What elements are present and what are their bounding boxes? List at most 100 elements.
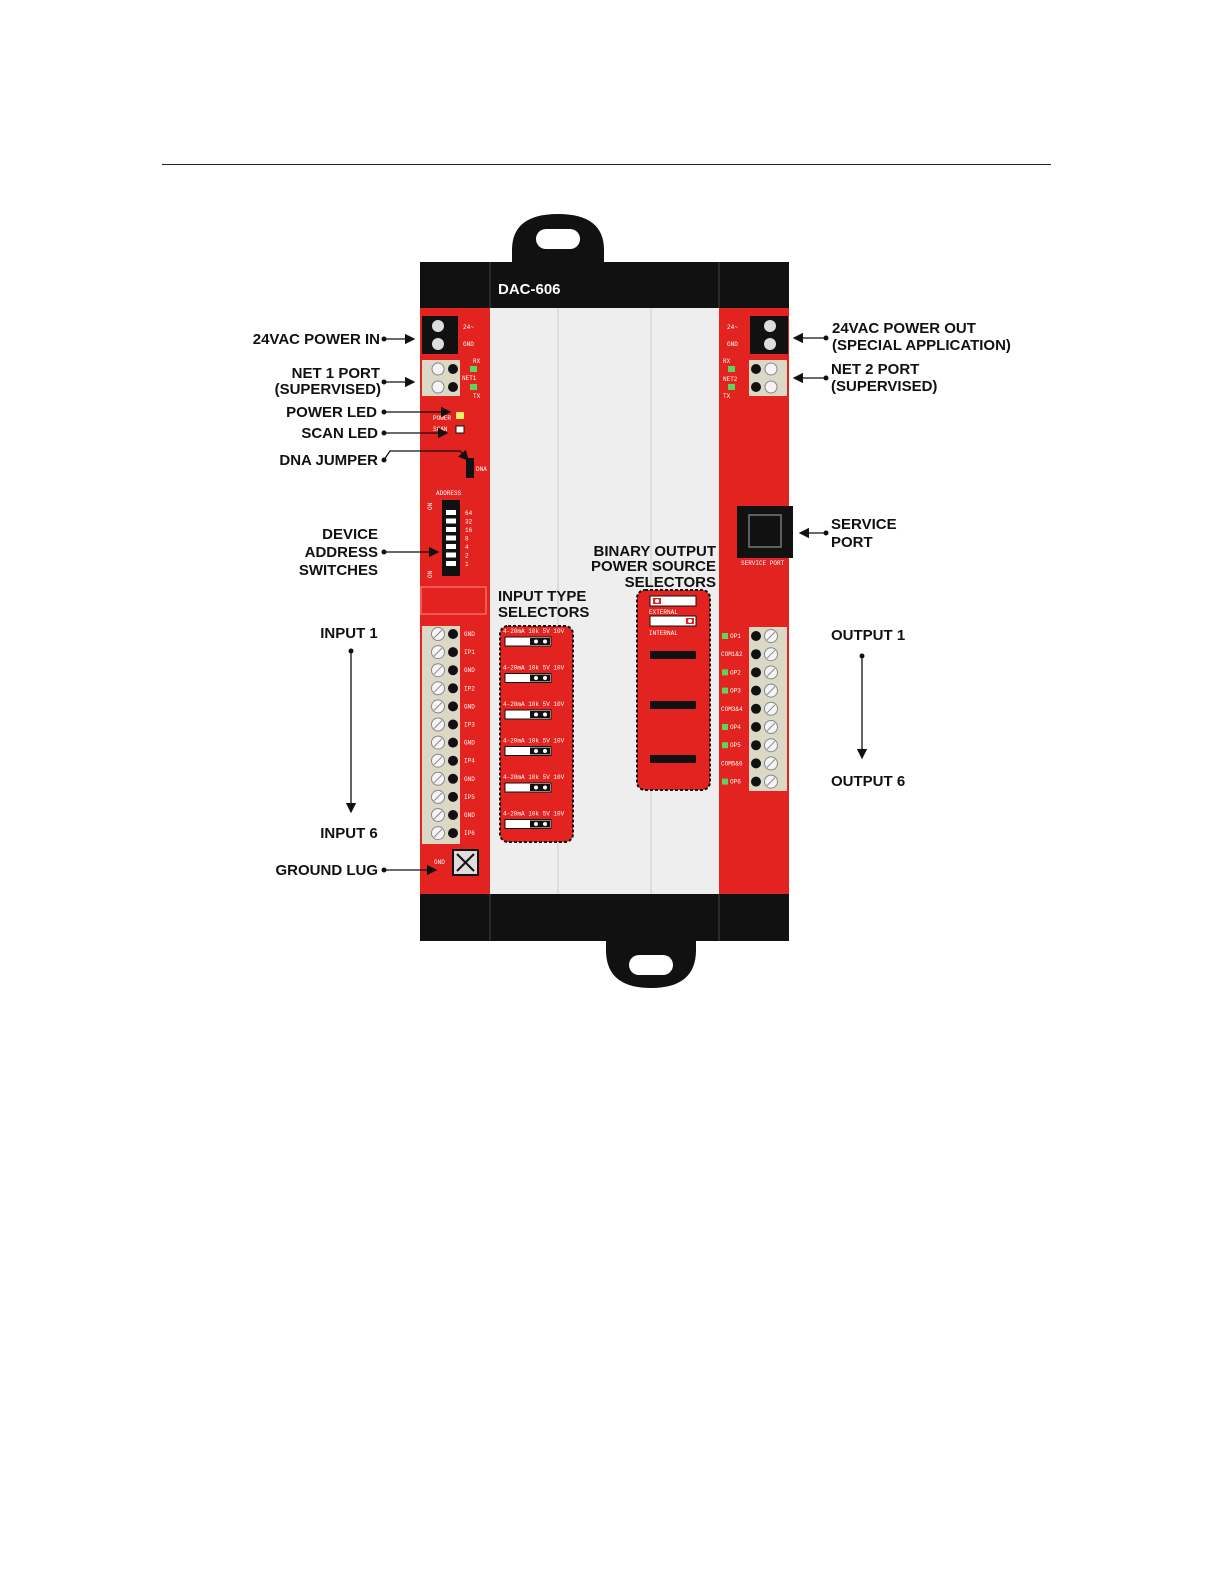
input-type-options-label: 4-20mA 10k 5V 10V xyxy=(503,774,565,781)
address-switch[interactable] xyxy=(446,510,456,515)
output-terminal-label: OP1 xyxy=(730,633,741,640)
input-terminal-block xyxy=(422,626,460,844)
address-switch[interactable] xyxy=(446,518,456,524)
address-switch[interactable] xyxy=(446,527,456,532)
gnd-lug-label: GND xyxy=(434,859,445,866)
callout-bo-line3: SELECTORS xyxy=(625,574,716,591)
bo-power-source-selectors xyxy=(636,589,711,791)
input-type-jumper[interactable] xyxy=(504,709,552,720)
input-type-jumper[interactable] xyxy=(504,782,552,793)
input-type-options-label: 4-20mA 10k 5V 10V xyxy=(503,738,565,745)
callout-address-line3: SWITCHES xyxy=(299,562,378,579)
right-red-board xyxy=(719,308,789,894)
callout-power-out-line1: 24VAC POWER OUT xyxy=(832,320,976,337)
input-terminal-label: GND xyxy=(464,703,475,710)
address-switch[interactable] xyxy=(446,544,456,549)
address-value-label: 1 xyxy=(465,561,469,568)
on-label-bottom: ON xyxy=(427,570,434,578)
input-type-options-label: 4-20mA 10k 5V 10V xyxy=(503,665,565,672)
rx-label-right: RX xyxy=(723,358,731,365)
ac-label-right: 24~ xyxy=(727,324,738,331)
callout-bo-line2: POWER SOURCE xyxy=(591,558,716,575)
callout-address-line2: ADDRESS xyxy=(305,544,378,561)
tx-label-right: TX xyxy=(723,393,731,400)
address-label: ADDRESS xyxy=(436,490,462,497)
callout-address-line1: DEVICE xyxy=(322,526,378,543)
input-terminal-label: IP3 xyxy=(464,722,475,729)
callout-power-in: 24VAC POWER IN xyxy=(253,331,380,348)
input-terminal-label: GND xyxy=(464,667,475,674)
gnd-label-left: GND xyxy=(463,341,474,348)
input-type-jumper[interactable] xyxy=(504,819,552,829)
output-terminal-label: OP4 xyxy=(730,724,741,731)
power-led-label: POWER xyxy=(433,415,451,422)
callout-net1-line1: NET 1 PORT xyxy=(292,365,380,382)
input-terminal-label: IP4 xyxy=(464,758,475,765)
address-value-label: 8 xyxy=(465,536,469,543)
callout-power-led: POWER LED xyxy=(286,404,377,421)
output-terminal-label: OP6 xyxy=(730,779,741,786)
input-type-options-label: 4-20mA 10k 5V 10V xyxy=(503,701,565,708)
input-type-jumper[interactable] xyxy=(504,746,552,756)
power-led xyxy=(456,412,464,419)
service-port-label: SERVICE PORT xyxy=(741,560,785,567)
callout-bo-line1: BINARY OUTPUT xyxy=(593,543,716,560)
output-terminal-label: COM3&4 xyxy=(721,706,743,713)
input-terminal-label: GND xyxy=(464,740,475,747)
callout-input-type-line1: INPUT TYPE xyxy=(498,588,586,605)
input-terminal-label: IP6 xyxy=(464,830,475,837)
callout-output-first: OUTPUT 1 xyxy=(831,627,905,644)
top-mounting-slot xyxy=(536,229,580,249)
callout-dna-jumper: DNA JUMPER xyxy=(279,452,378,469)
input-terminal-label: IP1 xyxy=(464,649,475,656)
dna-label: DNA xyxy=(476,466,487,473)
callout-net2-line1: NET 2 PORT xyxy=(831,361,919,378)
callout-scan-led: SCAN LED xyxy=(301,425,378,442)
external-label: EXTERNAL xyxy=(649,609,678,616)
output-terminal-label: OP3 xyxy=(730,688,741,695)
callout-service-line1: SERVICE xyxy=(831,516,897,533)
input-type-options-label: 4-20mA 10k 5V 10V xyxy=(503,628,565,635)
callout-net2-line2: (SUPERVISED) xyxy=(831,378,937,395)
model-label: DAC-606 xyxy=(498,281,561,298)
output-terminal-label: COM5&6 xyxy=(721,760,743,767)
scan-led xyxy=(455,425,465,434)
tx-label-left: TX xyxy=(473,393,481,400)
input-terminal-label: GND xyxy=(464,812,475,819)
input-terminal-label: GND xyxy=(464,631,475,638)
address-value-label: 64 xyxy=(465,510,473,517)
scan-led-label: SCAN xyxy=(433,426,448,433)
ac-label-left: 24~ xyxy=(463,324,474,331)
callout-power-out-line2: (SPECIAL APPLICATION) xyxy=(832,337,1011,354)
address-value-label: 32 xyxy=(465,519,473,526)
bottom-mounting-slot xyxy=(629,955,673,975)
address-switch[interactable] xyxy=(446,535,456,541)
input-terminal-label: GND xyxy=(464,776,475,783)
callout-ground-lug: GROUND LUG xyxy=(276,862,379,879)
on-label-top: ON xyxy=(427,502,434,510)
input-terminal-label: IP5 xyxy=(464,794,475,801)
dna-jumper xyxy=(466,458,474,478)
callout-input-type-line2: SELECTORS xyxy=(498,604,589,621)
address-value-label: 2 xyxy=(465,553,469,560)
input-terminal-label: IP2 xyxy=(464,685,475,692)
input-type-options-label: 4-20mA 10k 5V 10V xyxy=(503,811,565,818)
internal-label: INTERNAL xyxy=(649,630,678,637)
callout-service-line2: PORT xyxy=(831,534,873,551)
address-switch[interactable] xyxy=(446,552,456,558)
input-type-jumper[interactable] xyxy=(504,636,552,647)
input-type-jumper[interactable] xyxy=(504,673,552,683)
gnd-label-right: GND xyxy=(727,341,738,348)
header-rule xyxy=(162,164,1051,165)
callout-input-last: INPUT 6 xyxy=(320,825,378,842)
callout-output-last: OUTPUT 6 xyxy=(831,773,905,790)
output-terminal-label: OP5 xyxy=(730,742,741,749)
net2-label: NET2 xyxy=(723,376,738,383)
output-terminal-label: OP2 xyxy=(730,669,741,676)
rx-label-left: RX xyxy=(473,358,481,365)
callout-input-first: INPUT 1 xyxy=(320,625,378,642)
net1-label: NET1 xyxy=(462,375,477,382)
address-switch[interactable] xyxy=(446,561,456,566)
address-value-label: 16 xyxy=(465,527,473,534)
callout-net1-line2: (SUPERVISED) xyxy=(275,381,381,398)
